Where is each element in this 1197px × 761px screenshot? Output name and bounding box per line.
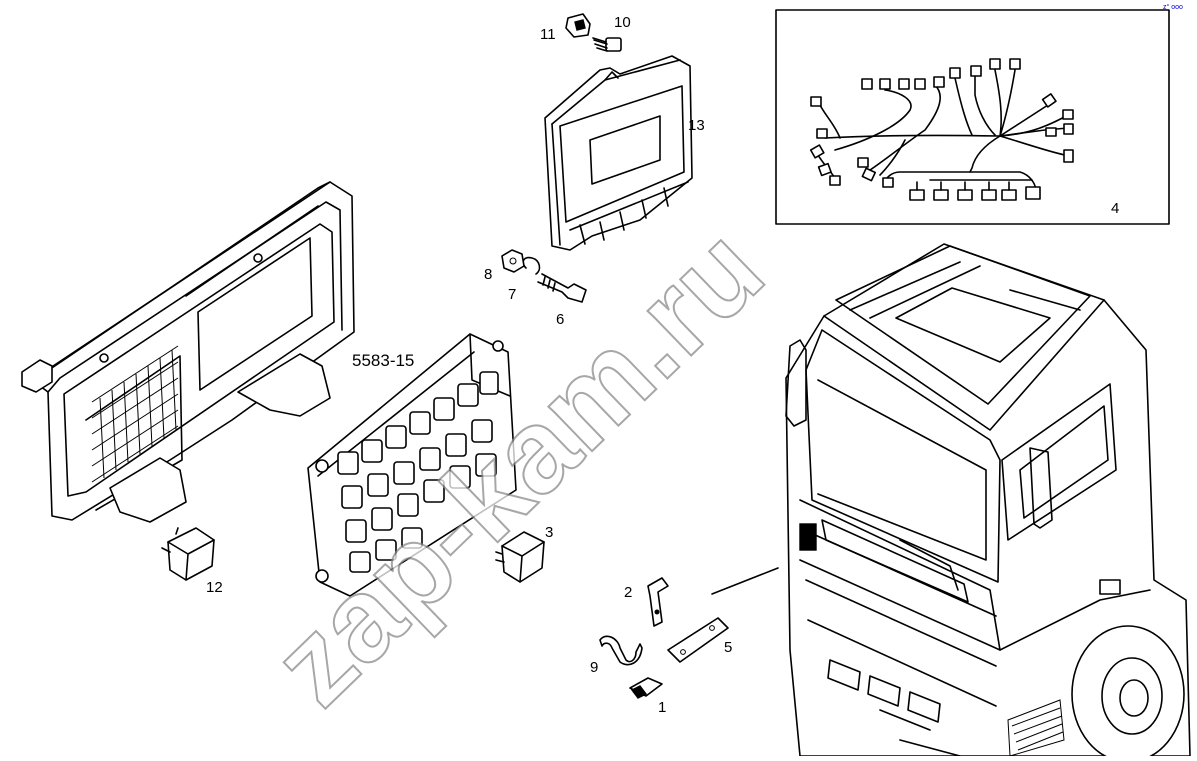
harness-inset xyxy=(775,9,1170,225)
small-bracket-part-1 xyxy=(629,677,663,699)
control-unit-part-13 xyxy=(544,55,693,251)
plate-part-5 xyxy=(667,617,729,663)
label-11: 11 xyxy=(540,26,556,43)
label-7: 7 xyxy=(508,286,516,303)
clip-nut-part-11 xyxy=(565,13,591,38)
cab-marker-block xyxy=(799,523,817,551)
label-8: 8 xyxy=(484,266,492,283)
label-9: 9 xyxy=(590,659,598,676)
relay-part-3 xyxy=(495,531,545,583)
inset-frame xyxy=(775,9,1170,225)
washer-part-7 xyxy=(522,256,541,275)
label-2: 2 xyxy=(624,584,632,601)
relay-board xyxy=(307,333,517,597)
fusebox-cover-panel xyxy=(21,181,355,523)
leader-line xyxy=(711,567,779,595)
label-6: 6 xyxy=(556,311,564,328)
label-13: 13 xyxy=(688,117,705,134)
front-wheel xyxy=(1071,625,1185,761)
bolt-part-6 xyxy=(537,273,587,303)
bracket-part-2 xyxy=(647,577,669,627)
diagram-code: 5583-15 xyxy=(352,351,414,370)
label-3: 3 xyxy=(545,524,553,541)
label-1: 1 xyxy=(658,699,666,716)
label-4: 4 xyxy=(1111,200,1119,217)
nut-part-8 xyxy=(501,249,525,273)
label-5: 5 xyxy=(724,639,732,656)
corner-mark: z° ooo xyxy=(1163,3,1183,11)
harness-drawing xyxy=(809,58,1074,201)
relay-part-12 xyxy=(161,527,215,581)
label-10: 10 xyxy=(614,14,631,31)
screw-part-10 xyxy=(592,37,622,52)
label-12: 12 xyxy=(206,579,223,596)
truck-cab xyxy=(785,243,1191,761)
clip-part-9 xyxy=(599,635,643,666)
relay-board-blocks xyxy=(337,371,499,573)
